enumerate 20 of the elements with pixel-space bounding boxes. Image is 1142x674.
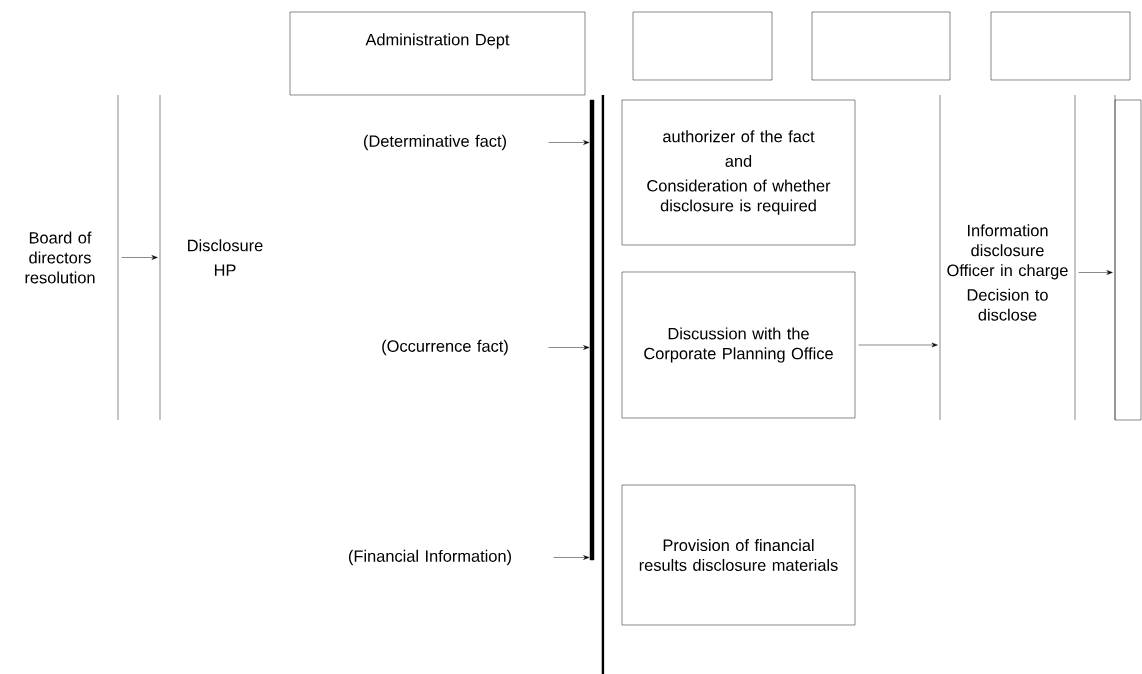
text-label: (Financial Information) bbox=[349, 549, 511, 566]
text-label: (Occurrence fact) bbox=[382, 339, 508, 356]
process-box: Discussion with the Corporate Planning Office bbox=[621, 271, 856, 419]
arrow bbox=[1078, 270, 1113, 275]
arrow bbox=[858, 342, 938, 348]
process-box: Provision of financial results disclosure materials bbox=[621, 484, 856, 626]
text-label: Disclosure HP bbox=[188, 239, 263, 276]
arrow bbox=[121, 255, 158, 260]
department-box: Administration Dept bbox=[289, 11, 586, 96]
empty-box bbox=[811, 11, 951, 81]
arrow bbox=[553, 555, 590, 560]
arrow bbox=[548, 345, 590, 350]
empty-box bbox=[1114, 99, 1142, 421]
process-box: authorizer of the fact and Consideration of whether disclosure is required bbox=[621, 99, 856, 246]
empty-box bbox=[632, 11, 773, 81]
empty-box bbox=[990, 11, 1131, 81]
arrow bbox=[548, 140, 590, 145]
text-label: Information disclosure Officer in charge Decision to disclose bbox=[947, 224, 1068, 321]
text-label: (Determinative fact) bbox=[364, 134, 506, 151]
text-label: Board of directors resolution bbox=[25, 231, 95, 284]
